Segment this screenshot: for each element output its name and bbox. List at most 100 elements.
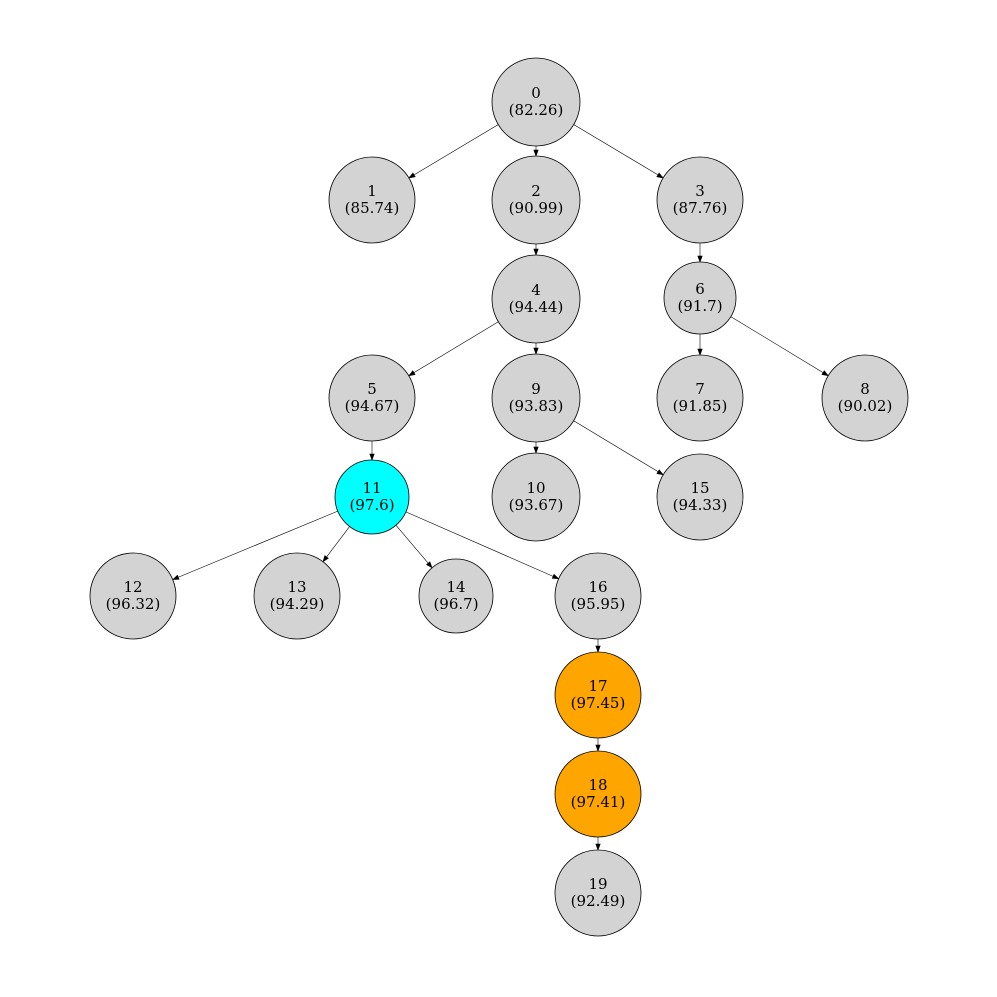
node-id-label: 4 bbox=[531, 281, 541, 299]
edge-0-3 bbox=[573, 124, 659, 176]
node-4: 4(94.44) bbox=[491, 254, 581, 344]
node-12: 12(96.32) bbox=[89, 552, 177, 640]
node-value-label: (90.02) bbox=[838, 397, 893, 415]
node-15: 15(94.33) bbox=[656, 453, 744, 541]
node-0: 0(82.26) bbox=[491, 57, 581, 147]
node-18: 18(97.41) bbox=[554, 750, 642, 838]
arrowhead-6-7 bbox=[697, 348, 703, 356]
node-value-label: (91.7) bbox=[677, 297, 722, 315]
node-5: 5(94.67) bbox=[328, 354, 416, 442]
node-19: 19(92.49) bbox=[554, 849, 642, 937]
node-id-label: 10 bbox=[526, 479, 545, 497]
arrowhead-16-17 bbox=[595, 645, 601, 653]
node-value-label: (96.7) bbox=[433, 595, 478, 613]
arrowhead-2-4 bbox=[533, 248, 539, 256]
node-3: 3(87.76) bbox=[656, 156, 744, 244]
nodes-layer: 0(82.26) 1(85.74) 2(90.99) 3(87.76) 4(94.44)… bbox=[89, 57, 909, 937]
node-value-label: (87.76) bbox=[673, 199, 728, 217]
node-id-label: 13 bbox=[287, 578, 306, 596]
node-value-label: (90.99) bbox=[509, 199, 564, 217]
arrowhead-6-8 bbox=[821, 370, 829, 377]
node-value-label: (94.67) bbox=[345, 397, 400, 415]
node-circle bbox=[663, 261, 737, 335]
node-id-label: 14 bbox=[446, 578, 465, 596]
node-value-label: (93.67) bbox=[509, 496, 564, 514]
node-9: 9(93.83) bbox=[491, 353, 581, 443]
node-circle bbox=[554, 750, 642, 838]
node-value-label: (94.44) bbox=[509, 298, 564, 316]
node-value-label: (93.83) bbox=[509, 397, 564, 415]
node-6: 6(91.7) bbox=[663, 261, 737, 335]
node-id-label: 15 bbox=[690, 479, 709, 497]
node-id-label: 6 bbox=[695, 280, 705, 298]
node-circle bbox=[491, 254, 581, 344]
node-16: 16(95.95) bbox=[554, 552, 642, 640]
node-circle bbox=[491, 452, 581, 542]
edge-11-16 bbox=[405, 511, 554, 577]
node-id-label: 11 bbox=[362, 479, 381, 497]
node-id-label: 18 bbox=[588, 776, 607, 794]
node-id-label: 0 bbox=[531, 84, 541, 102]
node-id-label: 1 bbox=[367, 182, 377, 200]
arrowhead-0-3 bbox=[656, 172, 664, 179]
arrowhead-11-14 bbox=[425, 561, 433, 569]
node-id-label: 2 bbox=[531, 182, 541, 200]
node-value-label: (85.74) bbox=[345, 199, 400, 217]
node-circle bbox=[491, 57, 581, 147]
edge-6-8 bbox=[730, 316, 824, 373]
node-value-label: (97.6) bbox=[349, 496, 394, 514]
node-id-label: 5 bbox=[367, 380, 377, 398]
node-id-label: 3 bbox=[695, 182, 705, 200]
node-circle bbox=[554, 651, 642, 739]
node-circle bbox=[328, 156, 416, 244]
node-circle bbox=[418, 558, 494, 634]
node-14: 14(96.7) bbox=[418, 558, 494, 634]
edge-9-15 bbox=[573, 420, 659, 472]
edges-layer bbox=[171, 124, 829, 851]
node-value-label: (96.32) bbox=[106, 595, 161, 613]
node-id-label: 12 bbox=[123, 578, 142, 596]
node-circle bbox=[821, 354, 909, 442]
node-value-label: (95.95) bbox=[571, 595, 626, 613]
edge-4-5 bbox=[413, 321, 499, 373]
arrowhead-4-5 bbox=[408, 370, 416, 377]
node-circle bbox=[554, 552, 642, 640]
node-circle bbox=[328, 354, 416, 442]
arrowhead-17-18 bbox=[595, 744, 601, 752]
edge-11-13 bbox=[326, 526, 350, 558]
node-id-label: 19 bbox=[588, 875, 607, 893]
node-circle bbox=[656, 453, 744, 541]
node-id-label: 16 bbox=[588, 578, 607, 596]
arrowhead-9-15 bbox=[656, 469, 664, 476]
arrowhead-3-6 bbox=[697, 255, 703, 263]
node-value-label: (97.45) bbox=[571, 694, 626, 712]
node-circle bbox=[491, 353, 581, 443]
node-value-label: (94.29) bbox=[270, 595, 325, 613]
arrowhead-18-19 bbox=[595, 843, 601, 851]
node-id-label: 7 bbox=[695, 380, 705, 398]
arrowhead-11-16 bbox=[551, 573, 560, 580]
node-2: 2(90.99) bbox=[491, 155, 581, 245]
node-circle bbox=[491, 155, 581, 245]
node-8: 8(90.02) bbox=[821, 354, 909, 442]
arrowhead-11-13 bbox=[322, 555, 329, 563]
node-id-label: 17 bbox=[588, 677, 607, 695]
node-circle bbox=[656, 156, 744, 244]
node-17: 17(97.45) bbox=[554, 651, 642, 739]
arrowhead-5-11 bbox=[369, 453, 375, 461]
node-value-label: (92.49) bbox=[571, 892, 626, 910]
node-circle bbox=[334, 459, 410, 535]
arrowhead-9-10 bbox=[533, 446, 539, 454]
node-id-label: 8 bbox=[860, 380, 870, 398]
node-circle bbox=[253, 552, 341, 640]
arrowhead-4-9 bbox=[533, 347, 539, 355]
edge-0-1 bbox=[413, 124, 499, 176]
node-1: 1(85.74) bbox=[328, 156, 416, 244]
edge-11-12 bbox=[178, 510, 338, 578]
node-value-label: (82.26) bbox=[509, 101, 564, 119]
node-value-label: (94.33) bbox=[673, 496, 728, 514]
node-13: 13(94.29) bbox=[253, 552, 341, 640]
arrowhead-0-2 bbox=[533, 149, 539, 157]
node-value-label: (91.85) bbox=[673, 397, 728, 415]
